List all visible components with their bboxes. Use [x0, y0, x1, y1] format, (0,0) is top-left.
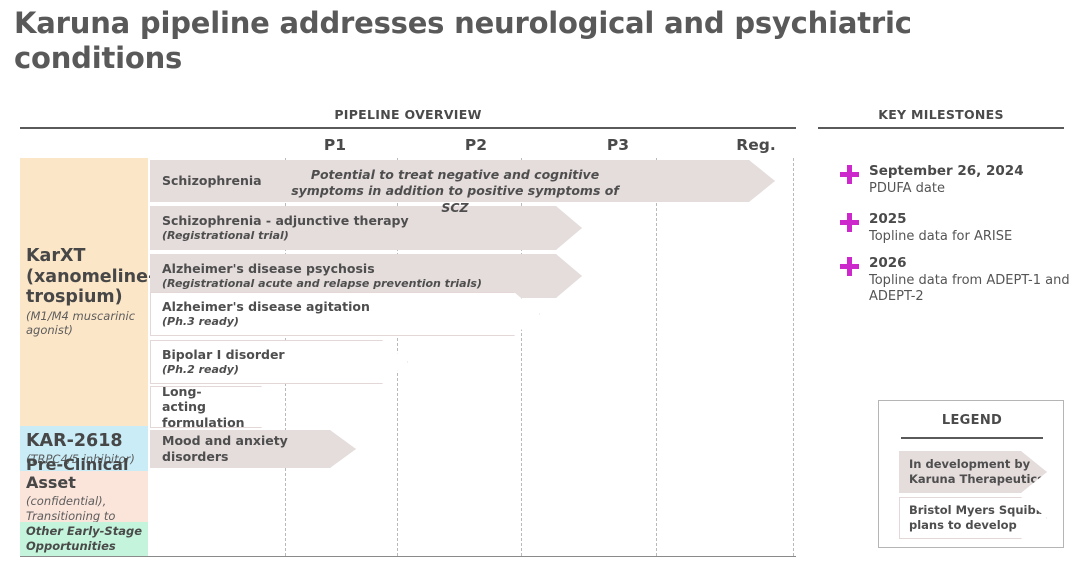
category-block-3: Other Early-Stage Opportunities — [20, 522, 148, 556]
legend-item-label: Bristol Myers Squibb plans to develop — [909, 503, 1044, 532]
legend-rule — [901, 437, 1043, 439]
pipeline-bar[interactable]: Schizophrenia - adjunctive therapy(Regis… — [150, 206, 582, 250]
category-block-1: KAR-2618(TRPC4/5 inhibitor) — [20, 426, 148, 471]
category-block-2: Pre-Clinical Asset(confidential), Transi… — [20, 455, 148, 537]
pipeline-bar[interactable]: Alzheimer's disease agitation(Ph.3 ready… — [150, 292, 540, 336]
pipeline-bottom-rule — [20, 556, 796, 557]
phase-label-p3: P3 — [606, 136, 630, 154]
category-name: Pre-Clinical Asset — [26, 454, 129, 493]
milestone-description: PDUFA date — [869, 180, 945, 196]
bar-title: Bipolar I disorder — [162, 347, 285, 363]
milestone-description: Topline data from ADEPT-1 and ADEPT-2 — [869, 272, 1070, 305]
pipeline-bar[interactable]: Alzheimer's disease psychosis(Registrati… — [150, 254, 582, 298]
bar-title: Schizophrenia - adjunctive therapy — [162, 213, 409, 229]
milestone-date: 2026 — [869, 255, 907, 271]
plus-icon — [840, 257, 859, 276]
bar-note: Potential to treat negative and cognitiv… — [291, 167, 619, 215]
milestone-date: 2025 — [869, 211, 907, 227]
bar-label-group: Bipolar I disorder(Ph.2 ready) — [151, 347, 285, 376]
category-name-line3: trospium) — [26, 287, 123, 308]
bar-subtitle: (Registrational acute and relapse preven… — [162, 276, 482, 290]
milestones-header-rule — [818, 127, 1064, 129]
bar-title: Alzheimer's disease psychosis — [162, 261, 375, 277]
phase-label-p1: P1 — [323, 136, 347, 154]
bar-title: Schizophrenia — [162, 173, 262, 189]
gridline-4 — [793, 158, 794, 556]
bar-subtitle: (Ph.3 ready) — [162, 314, 239, 328]
legend-item-label: In development by Karuna Therapeutics — [909, 457, 1045, 486]
bar-label-group: Schizophrenia - adjunctive therapy(Regis… — [151, 213, 409, 242]
bar-label-group: Schizophrenia — [151, 173, 262, 189]
milestone-description: Topline data for ARISE — [869, 228, 1013, 244]
category-subtitle: (TRPC4/5 inhibitor) — [26, 452, 135, 467]
bar-title: Long-acting formulation — [162, 383, 245, 430]
pipeline-header-rule — [20, 127, 796, 129]
legend-item: Bristol Myers Squibb plans to develop — [899, 497, 1047, 539]
plus-icon — [840, 165, 859, 184]
gridline-3 — [656, 158, 657, 556]
pipeline-bar[interactable]: Mood and anxiety disorders — [150, 430, 356, 468]
category-label: Other Early-Stage Opportunities — [26, 524, 143, 553]
pipeline-overview-header: PIPELINE OVERVIEW — [334, 107, 482, 122]
bar-title: Alzheimer's disease agitation — [162, 299, 370, 315]
bar-subtitle: (Ph.2 ready) — [162, 362, 239, 376]
key-milestones-header: KEY MILESTONES — [878, 107, 1004, 122]
phase-label-reg: Reg. — [736, 136, 776, 154]
category-block-0: KarXT(xanomeline-trospium)(M1/M4 muscari… — [20, 158, 156, 426]
legend-item: In development by Karuna Therapeutics — [899, 451, 1047, 493]
category-name: KAR-2618 — [26, 430, 123, 451]
category-name-line2: (xanomeline- — [26, 266, 156, 287]
bar-title: Mood and anxiety disorders — [162, 433, 288, 464]
plus-icon — [840, 213, 859, 232]
pipeline-bar[interactable]: Bipolar I disorder(Ph.2 ready) — [150, 340, 408, 384]
pipeline-bar[interactable]: Long-acting formulation — [150, 386, 287, 428]
bar-label-group: Alzheimer's disease agitation(Ph.3 ready… — [151, 299, 370, 328]
category-name: KarXT — [26, 246, 86, 267]
category-subtitle: (M1/M4 muscarinic agonist) — [26, 308, 136, 338]
bar-label-group: Mood and anxiety disorders — [151, 433, 355, 464]
gridline-2 — [521, 158, 522, 556]
legend-box: LEGEND In development by Karuna Therapeu… — [878, 400, 1064, 548]
page-title: Karuna pipeline addresses neurological a… — [14, 6, 912, 75]
bar-label-group: Long-acting formulation — [151, 383, 245, 430]
bar-label-group: Alzheimer's disease psychosis(Registrati… — [151, 261, 482, 290]
pipeline-bar[interactable]: Schizophrenia — [150, 160, 775, 202]
milestone-date: September 26, 2024 — [869, 163, 1024, 179]
bar-subtitle: (Registrational trial) — [162, 228, 289, 242]
phase-label-p2: P2 — [464, 136, 488, 154]
legend-title: LEGEND — [941, 413, 1003, 428]
